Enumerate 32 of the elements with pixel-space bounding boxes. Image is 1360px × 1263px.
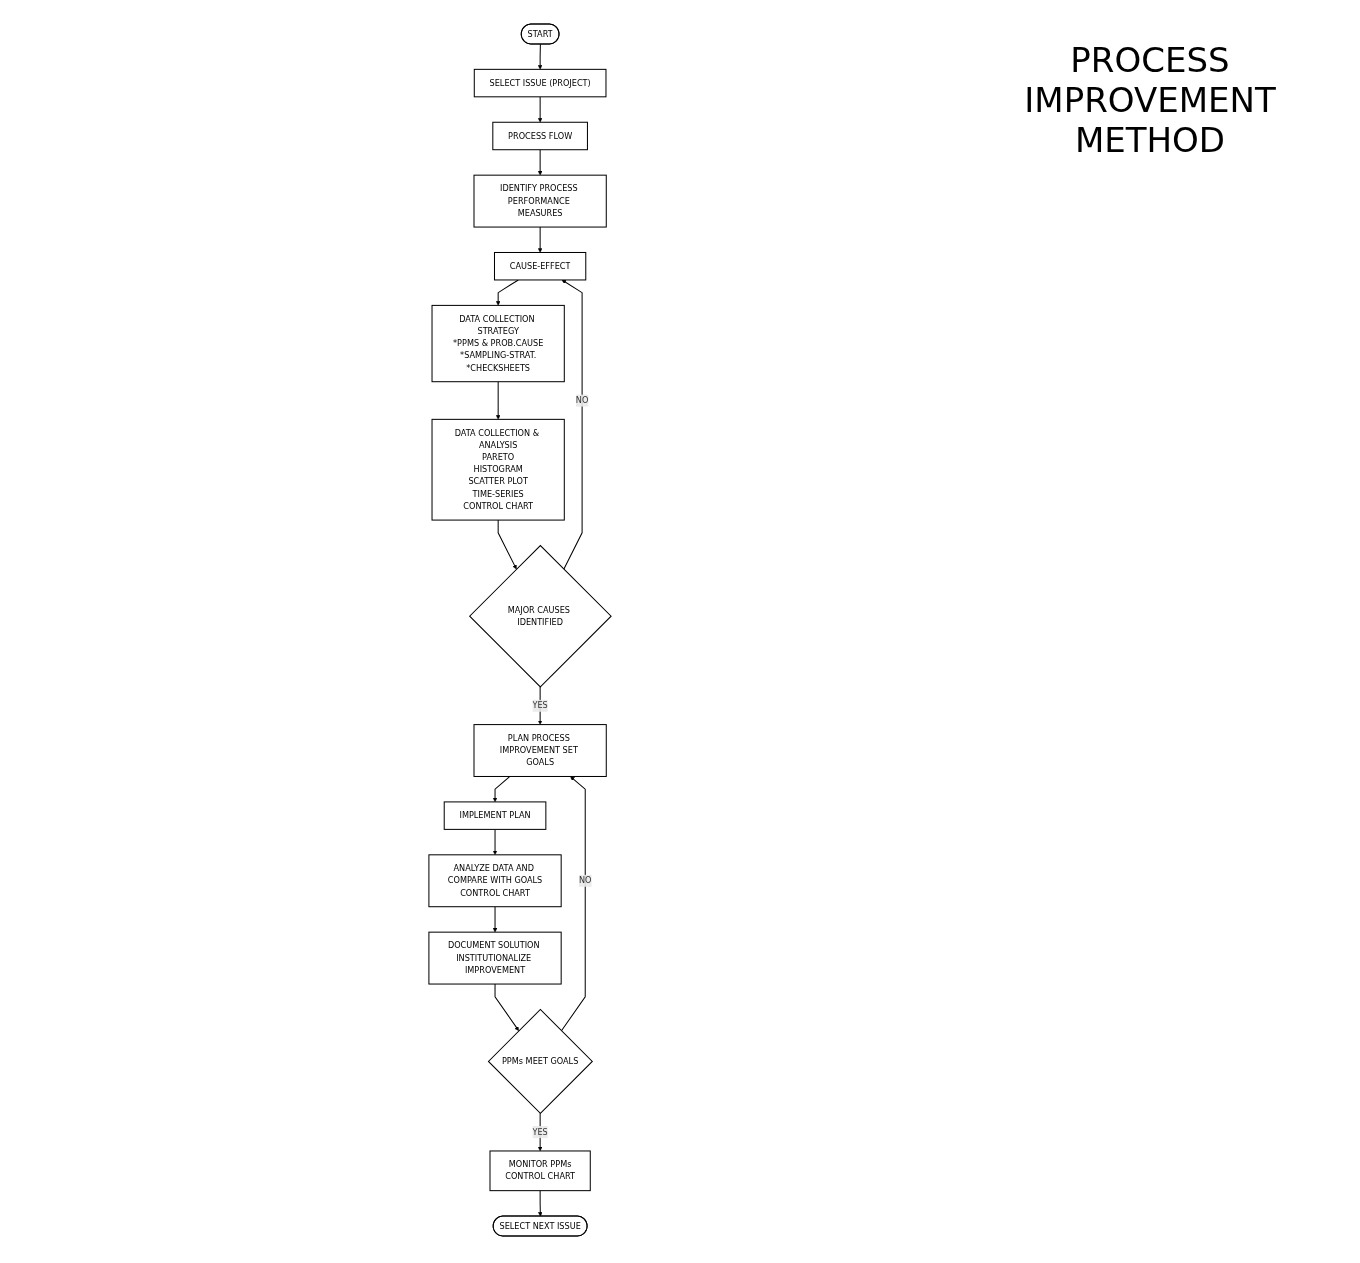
edge-label: NO (575, 395, 589, 406)
edge-label: YES (532, 1127, 548, 1137)
arrow (492, 906, 498, 933)
arrow (495, 279, 519, 306)
node-diamond: PPMs MEET GOALS (487, 1008, 594, 1115)
arrow (492, 775, 511, 803)
edge-label: YES (532, 700, 548, 711)
arrow (560, 776, 586, 1032)
node-box: DATA COLLECTION STRATEGY *PPMS & PROB.CAUSE *SAMPLING-STRAT. *CHECKSHEETS (431, 304, 565, 383)
node-box: DATA COLLECTION & ANALYSIS PARETO HISTOGRAM SCATTER PLOT TIME-SERIES CONTROL CHART (431, 418, 565, 521)
node-box: SELECT ISSUE (PROJECT) (473, 68, 607, 98)
arrow (537, 149, 543, 176)
edge-label: NO (578, 875, 592, 886)
arrow (537, 43, 543, 70)
arrow (537, 226, 543, 253)
node-box: IMPLEMENT PLAN (443, 801, 547, 830)
arrow (561, 279, 583, 570)
arrow (495, 381, 501, 420)
node-box: DOCUMENT SOLUTION INSTITUTIONALIZE IMPROVEMENT (428, 931, 562, 985)
arrow (497, 519, 517, 570)
node-box: ANALYZE DATA AND COMPARE WITH GOALS CONTROL CHART (428, 854, 562, 908)
arrow (537, 96, 543, 123)
node-box: MONITOR PPMs CONTROL CHART (489, 1150, 591, 1192)
node-box: PLAN PROCESS IMPROVEMENT SET GOALS (473, 724, 607, 777)
diagram-title: PROCESS IMPROVEMENT METHOD (1023, 40, 1277, 160)
node-diamond: MAJOR CAUSES IDENTIFIED (468, 544, 612, 688)
arrow (538, 1190, 543, 1217)
node-box: PROCESS FLOW (492, 121, 588, 151)
arrow (494, 983, 519, 1031)
arrow (492, 828, 498, 856)
node-box: IDENTIFY PROCESS PERFORMANCE MEASURES (473, 174, 607, 228)
node-box: CAUSE-EFFECT (494, 252, 587, 281)
